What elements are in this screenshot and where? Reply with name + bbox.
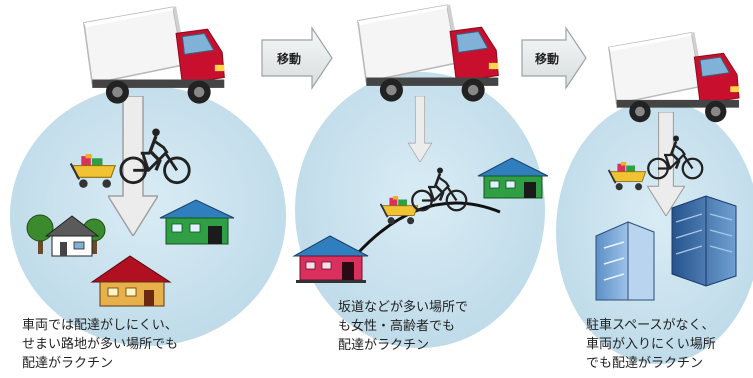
building-icon (671, 195, 737, 287)
caption-panel-2: 坂道などが多い場所で も女性・高齢者でも 配達がラクチン (338, 300, 469, 353)
house-icon (292, 235, 369, 283)
house-icon (477, 157, 549, 199)
building-icon (595, 221, 655, 301)
house-icon (159, 199, 235, 245)
panel-2 (292, 3, 549, 348)
house-icon (90, 255, 172, 307)
panel-3 (556, 31, 753, 364)
panel-1-circle (10, 86, 286, 346)
hill-slope (348, 201, 501, 263)
house-icon (44, 215, 100, 257)
caption-panel-1: 車両では配達がしにくい、 せまい路地が多い場所でも 配達がラクチン (22, 318, 179, 371)
right-arrow-icon (261, 26, 333, 90)
right-arrow-icon (521, 26, 587, 90)
move-arrow-label-2: 移動 (534, 52, 559, 66)
panel-1 (10, 5, 286, 346)
move-arrow-label-1: 移動 (276, 52, 301, 66)
caption-panel-3: 駐車スペースがなく、 車両が入りにくい場所 でも配達がラクチン (586, 318, 716, 371)
